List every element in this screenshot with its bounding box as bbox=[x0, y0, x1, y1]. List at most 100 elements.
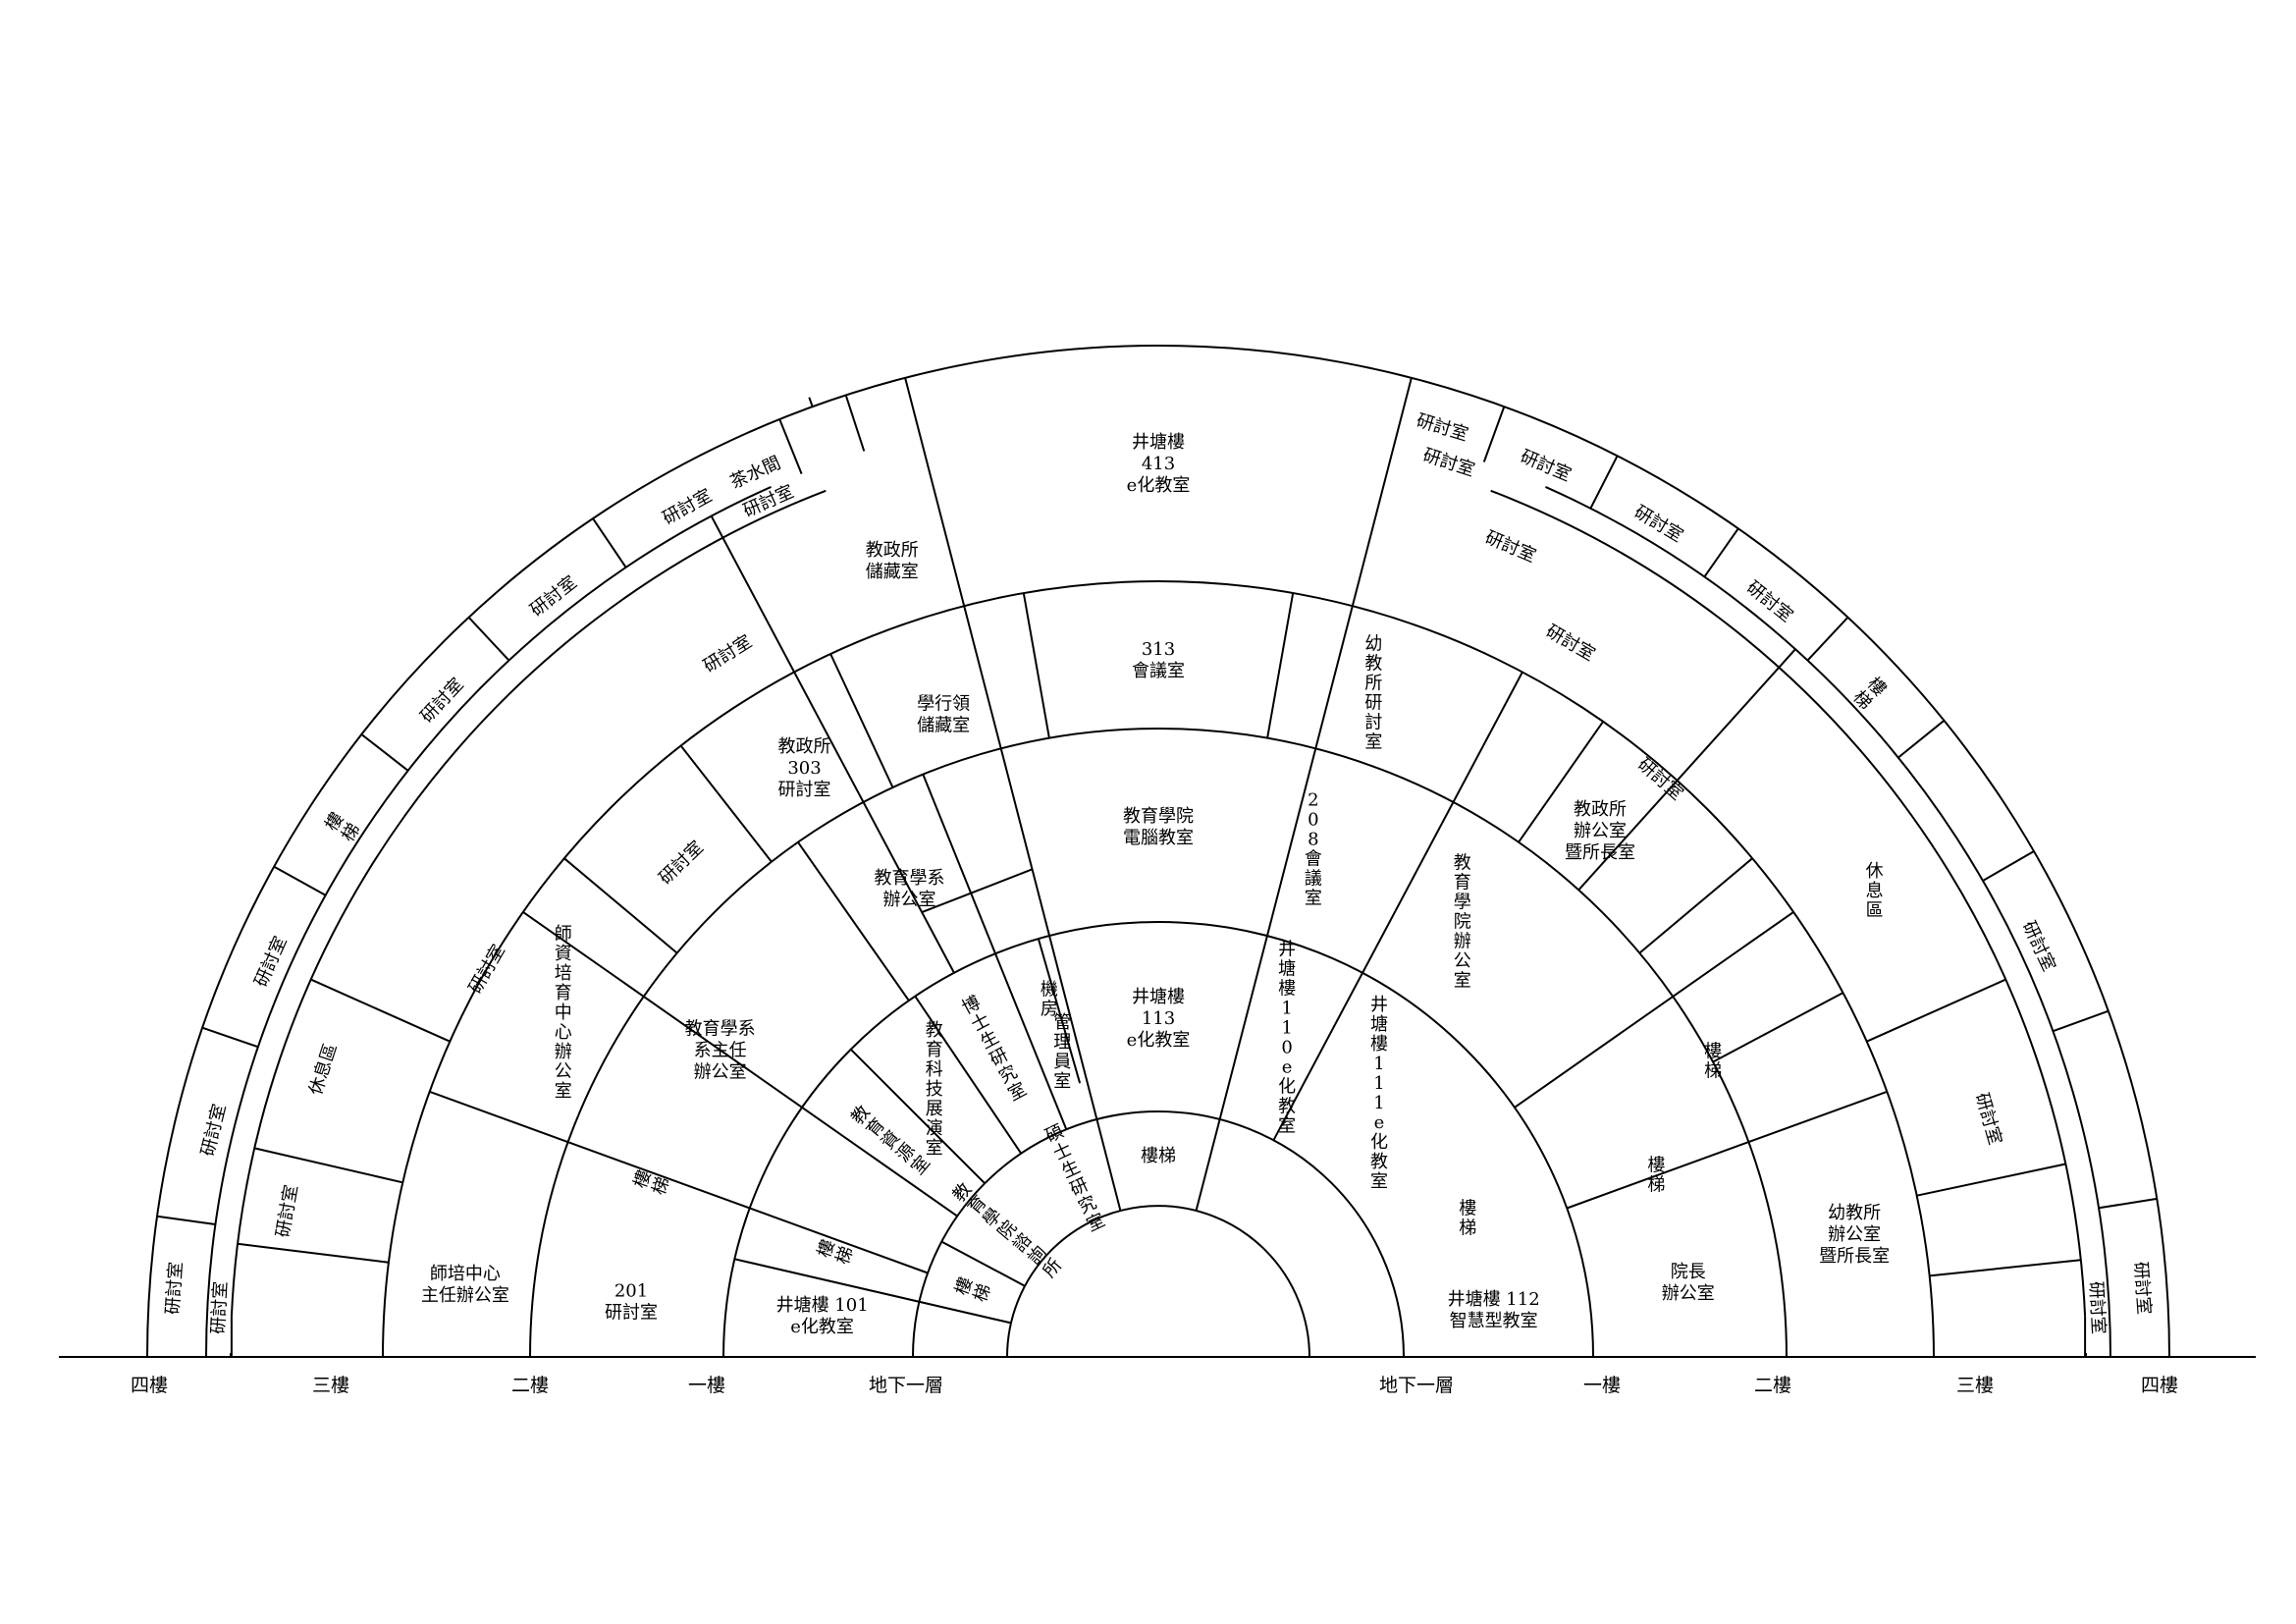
room-label-char: 理 bbox=[1053, 1032, 1071, 1053]
room-label-line: 辦公室 bbox=[883, 890, 936, 910]
room-label-line: 系主任 bbox=[694, 1040, 747, 1060]
room-label-line: 教政所 bbox=[866, 540, 919, 561]
wall-outer-l2 bbox=[273, 865, 327, 896]
room-label-char: 中 bbox=[555, 1002, 572, 1023]
wall-413-right bbox=[1195, 377, 1413, 1212]
room-label-char: 討 bbox=[1364, 713, 1382, 733]
floor-label-right: 二樓 bbox=[1754, 1375, 1791, 1396]
room-label-char: 教 bbox=[1370, 1152, 1388, 1172]
room-label-line: 學行領 bbox=[917, 694, 970, 715]
room-label-line: 師培中心 bbox=[430, 1264, 501, 1284]
wall-outer-l7 bbox=[844, 395, 866, 452]
ring-floor-3 bbox=[382, 580, 1935, 1358]
wall-outer-l6 bbox=[778, 418, 803, 474]
room-label-line: 研討室 bbox=[163, 1261, 187, 1315]
room-label-line: 院長 bbox=[1671, 1262, 1706, 1282]
room-label-char: 1 bbox=[1281, 1018, 1292, 1039]
room-label-char: 室 bbox=[926, 1138, 943, 1159]
room-label-line: 研討室 bbox=[1971, 1091, 2005, 1148]
room-r4-r2: 研討室 bbox=[1518, 446, 1575, 485]
room-label-char: 公 bbox=[1454, 951, 1471, 972]
wall-c-f bbox=[1929, 1259, 2081, 1277]
room-label-line: 辦公室 bbox=[694, 1061, 747, 1082]
room-r3-l-sem4: 研討室 bbox=[208, 1280, 232, 1334]
room-label-char: 室 bbox=[1370, 1171, 1388, 1192]
ring-floor-2 bbox=[529, 728, 1788, 1358]
wall-b1-b bbox=[914, 996, 1023, 1155]
wall-f2-a bbox=[797, 841, 910, 1001]
room-label-line: 井塘樓 bbox=[1132, 987, 1185, 1007]
room-label-char: 梯 bbox=[1704, 1061, 1722, 1082]
room-r1-stair-l: 樓梯 bbox=[814, 1237, 858, 1268]
room-r4-stair-l: 樓梯 bbox=[321, 809, 364, 845]
wall-left-c bbox=[429, 1090, 929, 1274]
wall-outer-r6 bbox=[2053, 1009, 2109, 1033]
room-label-char: 教 bbox=[1278, 1097, 1296, 1117]
room-label-line: 研討室 bbox=[655, 838, 707, 890]
central-hall-arc bbox=[1006, 1205, 1310, 1358]
room-label-char: 室 bbox=[1454, 971, 1471, 992]
room-label-line: 研討室 bbox=[465, 942, 509, 998]
room-label-line: 研討室 bbox=[1420, 445, 1477, 481]
room-label-char: 區 bbox=[1866, 900, 1884, 921]
wall-c-c bbox=[237, 1242, 390, 1264]
wall-413-left bbox=[904, 377, 1122, 1212]
room-label-char: e bbox=[1282, 1057, 1293, 1078]
room-label-char: 展 bbox=[926, 1099, 943, 1119]
room-label-line: 幼教所 bbox=[1828, 1203, 1881, 1223]
wall-f3-a bbox=[563, 857, 678, 954]
room-label-char: e bbox=[1374, 1112, 1385, 1133]
wall-f3-e bbox=[1266, 592, 1295, 738]
room-label-char: 員 bbox=[1053, 1052, 1071, 1072]
room-label-line: 辦公室 bbox=[1662, 1283, 1715, 1304]
room-label-line: 暨所長室 bbox=[1819, 1246, 1890, 1267]
wall-outer-r2 bbox=[1703, 527, 1739, 577]
room-label-char: 塘 bbox=[1278, 959, 1296, 980]
room-label-line: 教育學系 bbox=[685, 1018, 756, 1039]
room-r4-l4: 研討室 bbox=[250, 934, 291, 991]
room-r4-l2: 研討室 bbox=[526, 572, 580, 622]
room-label-char: 幼 bbox=[1364, 634, 1382, 655]
wall-outer-l0 bbox=[156, 1215, 216, 1225]
wall-b1-c bbox=[850, 1049, 986, 1184]
floor-label-right: 三樓 bbox=[1956, 1375, 1994, 1396]
room-label-char: 1 bbox=[1373, 1093, 1384, 1113]
wall-f3-h bbox=[1712, 992, 1843, 1063]
wall-f1-f bbox=[922, 774, 996, 954]
wall-c-a bbox=[310, 978, 451, 1043]
room-label-char: 0 bbox=[1308, 810, 1318, 831]
room-label-line: 研討室 bbox=[2130, 1261, 2155, 1315]
room-label-char: 化 bbox=[1370, 1132, 1388, 1153]
room-label-char: 樓 bbox=[1459, 1199, 1476, 1219]
room-label-line: e化教室 bbox=[790, 1317, 854, 1337]
wall-f1-g bbox=[921, 868, 1033, 913]
room-label-line: 井塘樓 bbox=[1132, 432, 1185, 453]
room-r4-l3: 研討室 bbox=[416, 675, 467, 728]
room-label-line: 研討室 bbox=[605, 1303, 658, 1324]
corridor-left-inner bbox=[230, 489, 827, 1317]
room-label-char: 樓 bbox=[1278, 979, 1296, 1000]
room-label-char: 樓 bbox=[1370, 1034, 1388, 1055]
room-r4-r5: 研討室 bbox=[2018, 918, 2059, 975]
wall-outer-l4 bbox=[467, 617, 510, 662]
floor-axis-labels: 四樓三樓二樓一樓地下一層地下一層一樓二樓三樓四樓 bbox=[131, 1375, 2178, 1396]
room-label-char: 2 bbox=[1308, 790, 1318, 811]
wall-c-e bbox=[1916, 1163, 2066, 1197]
room-label-line: 413 bbox=[1142, 454, 1175, 474]
room-label-char: 辦 bbox=[1454, 932, 1471, 952]
wall-left-d bbox=[734, 1258, 1012, 1325]
room-label-line: 研討室 bbox=[197, 1102, 230, 1158]
room-label-char: 辦 bbox=[555, 1042, 572, 1062]
floor-label-left: 地下一層 bbox=[869, 1375, 943, 1396]
wall-right-a bbox=[1272, 672, 1523, 1141]
